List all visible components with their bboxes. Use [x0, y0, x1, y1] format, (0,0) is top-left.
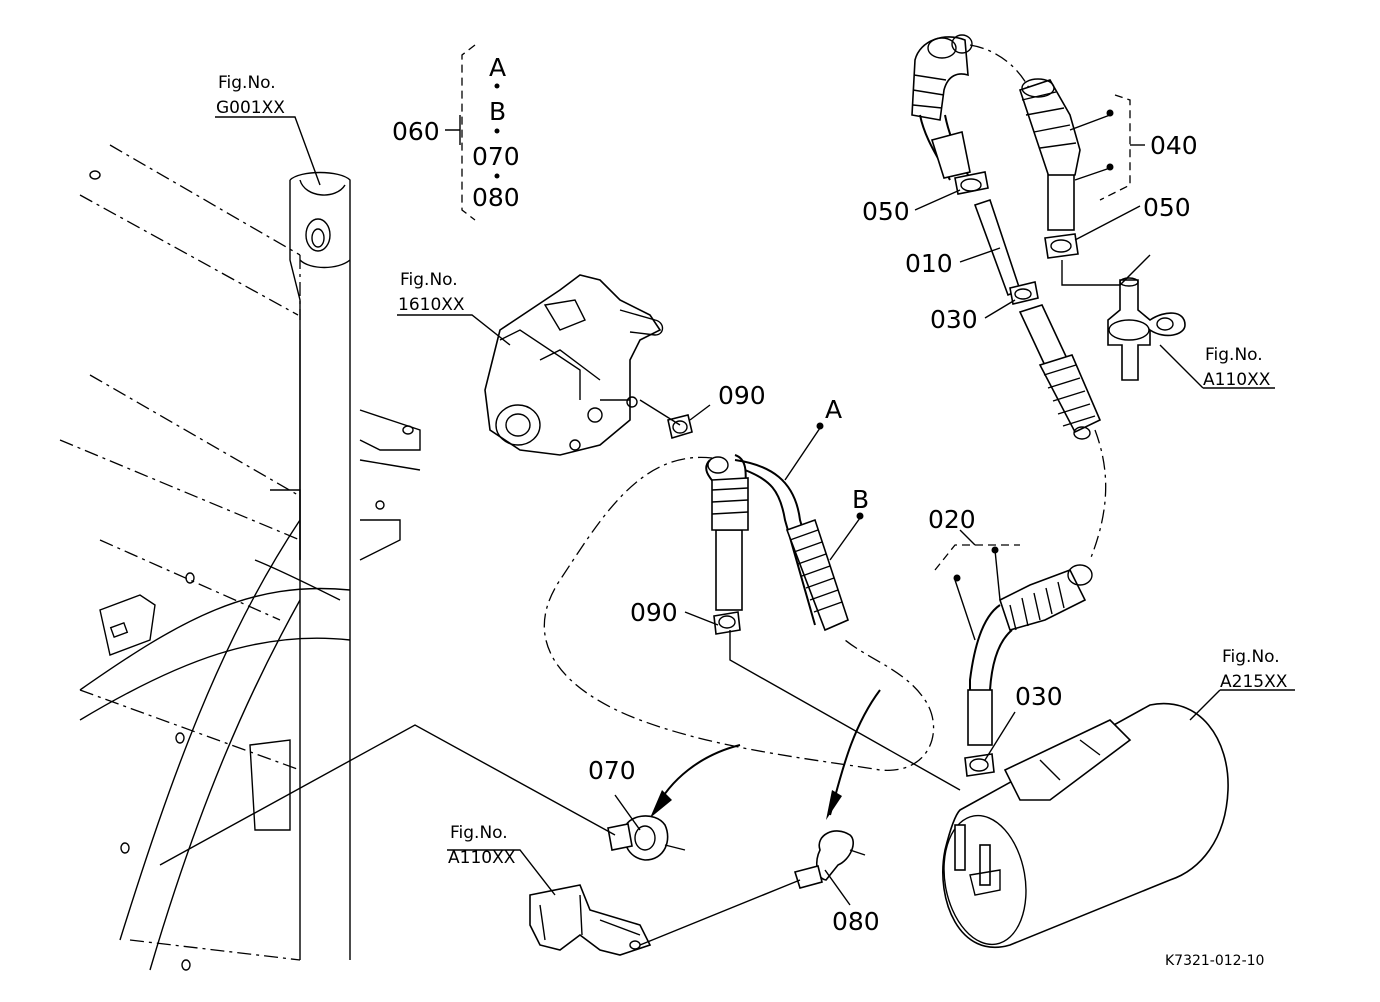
carburetor-assembly [484, 274, 664, 456]
label-group-080: 080 [472, 183, 520, 212]
label-060: 060 [392, 117, 440, 146]
fig-a215-title: Fig.No. [1222, 647, 1280, 667]
label-080: 080 [832, 907, 880, 936]
drawing-code: K7321-012-10 [1165, 953, 1264, 969]
dot-group-3 [494, 173, 500, 179]
label-group-a: A [489, 53, 506, 82]
label-010: 010 [905, 249, 953, 278]
fig-a110-bottom-title: Fig.No. [450, 823, 508, 843]
clips-bracket [529, 815, 866, 956]
fuel-hose-020 [964, 564, 1093, 777]
fuel-hose-right [911, 34, 1186, 561]
dot-020-a [953, 574, 961, 582]
dot-020-b [991, 546, 999, 554]
label-050-left: 050 [862, 197, 910, 226]
label-030-bottom: 030 [1015, 682, 1063, 711]
label-b: B [852, 485, 869, 514]
label-090-top: 090 [718, 381, 766, 410]
fig-a110-right-code: A110XX [1203, 370, 1271, 390]
fig-1610-title: Fig.No. [400, 270, 458, 290]
frame-structure [59, 144, 421, 971]
label-030-top: 030 [930, 305, 978, 334]
label-a: A [825, 395, 842, 424]
fig-g001-title: Fig.No. [218, 73, 276, 93]
fig-a110-right-title: Fig.No. [1205, 345, 1263, 365]
label-070: 070 [588, 756, 636, 785]
reference-dots [494, 83, 1114, 582]
dot-b [856, 512, 864, 520]
dot-group-1 [494, 83, 500, 89]
dot-group-2 [494, 128, 500, 134]
label-090-bottom: 090 [630, 598, 678, 627]
dot-040-a [1106, 109, 1114, 117]
label-040: 040 [1150, 131, 1198, 160]
fig-a110-bottom-code: A110XX [448, 848, 516, 868]
leader-lines [159, 44, 1295, 946]
fuel-hose-center [543, 414, 935, 820]
label-group-070: 070 [472, 142, 520, 171]
fuel-tank [942, 702, 1229, 948]
label-050-right: 050 [1143, 193, 1191, 222]
label-group-b: B [489, 97, 506, 126]
dot-a [816, 422, 824, 430]
dot-040-b [1106, 163, 1114, 171]
fig-1610-code: 1610XX [398, 295, 465, 315]
label-020: 020 [928, 505, 976, 534]
fig-g001-code: G001XX [216, 98, 285, 118]
fig-a215-code: A215XX [1220, 672, 1288, 692]
part-labels: Fig.No. G001XX Fig.No. 1610XX 060 A B 07… [216, 53, 1288, 969]
